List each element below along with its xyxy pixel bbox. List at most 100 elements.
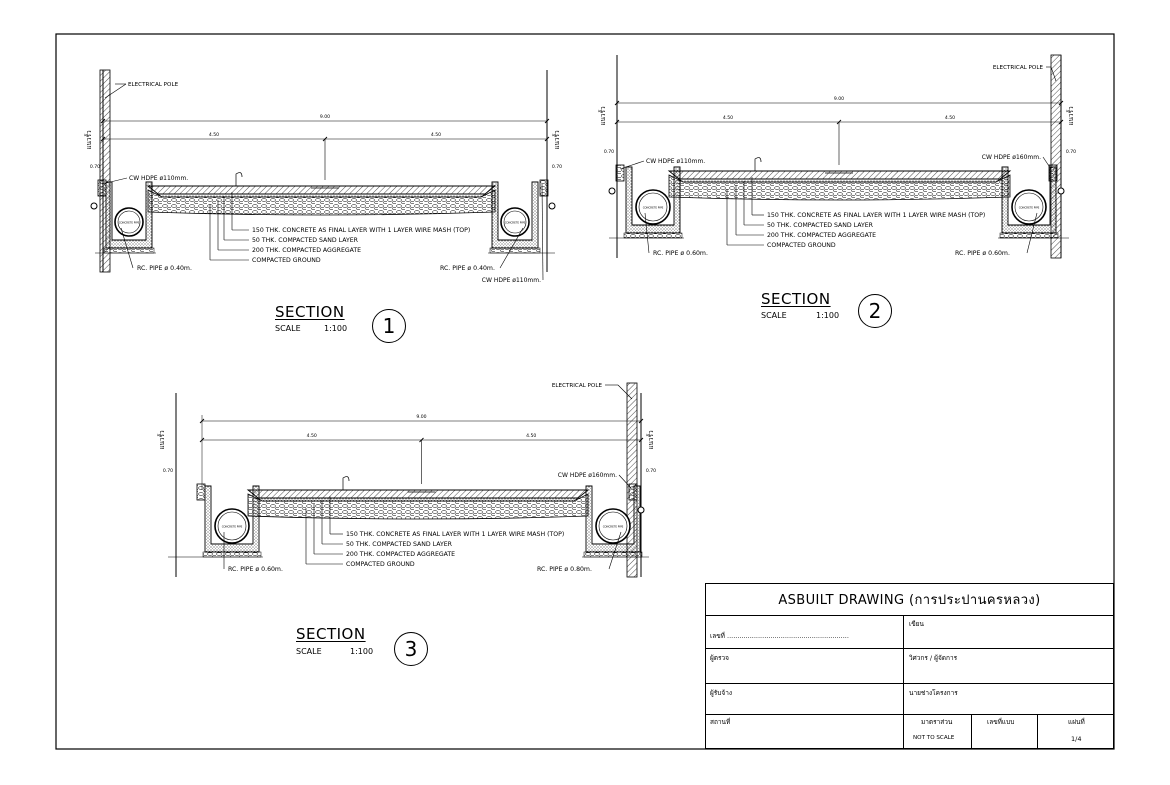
dim-side-left: 0.70	[604, 149, 614, 155]
boundary-mark-right: แนวรั้ว	[1066, 106, 1075, 126]
hdpe-pipe-right	[548, 202, 556, 210]
curb-right	[628, 483, 638, 501]
concrete-pipe-inner-left	[117, 210, 141, 234]
leader-line	[101, 177, 128, 185]
callout-concrete: 150 THK. CONCRETE AS FINAL LAYER WITH 1 …	[252, 227, 470, 234]
leader-line	[617, 384, 633, 400]
rc-pipe-label-left: RC. PIPE ø 0.40m.	[137, 265, 192, 272]
leader-line	[104, 83, 127, 99]
rc-pipe-label-right: RC. PIPE ø 0.80m.	[537, 566, 592, 573]
section-2-number-bubble: 2	[858, 294, 892, 328]
drain-base-right	[489, 247, 541, 254]
boundary-mark-right: แนวรั้ว	[646, 430, 655, 450]
drain-base-left	[103, 247, 155, 254]
title-block-row-line	[705, 648, 1114, 649]
leader-line	[499, 227, 524, 269]
boundary-mark-left: แนวรั้ว	[598, 106, 607, 126]
sand-layer	[678, 178, 1001, 183]
concrete-pipe-left	[214, 508, 250, 544]
dim-side-right: 0.70	[646, 468, 656, 474]
electrical-pole	[626, 382, 638, 578]
dim-total: 9.00	[320, 114, 330, 120]
boundary-mark-left: แนวรั้ว	[157, 430, 166, 450]
callout-aggregate: 200 THK. COMPACTED AGGREGATE	[252, 247, 361, 254]
hdpe-pipe-left	[608, 187, 616, 195]
boundary-mark-right: แนวรั้ว	[552, 130, 561, 150]
aggregate-layer	[668, 174, 1011, 201]
curb-left	[97, 179, 107, 197]
section-1-scale-label: SCALE	[275, 324, 301, 333]
title-block-checked: ผู้ตรวจ	[710, 654, 729, 662]
leader-line	[608, 531, 622, 570]
title-block-title: ASBUILT DRAWING (การประปานครหลวง)	[778, 593, 1041, 608]
callout-concrete: 150 THK. CONCRETE AS FINAL LAYER WITH 1 …	[767, 212, 985, 219]
dim-half-left: 4.50	[209, 132, 219, 138]
dim-half-right: 4.50	[431, 132, 441, 138]
title-block-drawing-no-label: เลขที่แบบ	[987, 718, 1015, 726]
dim-side-left: 0.70	[90, 164, 100, 170]
hdpe-pipe-right	[1057, 187, 1065, 195]
hdpe-label-left: CW HDPE ø110mm.	[646, 158, 705, 165]
hdpe-pipe-right	[637, 506, 645, 514]
drain-base-left	[623, 232, 683, 239]
concrete-pipe-left	[114, 207, 144, 237]
section-3-number-bubble: 3	[394, 632, 428, 666]
title-block-location: สถานที่	[710, 718, 731, 726]
section-3-scale-value: 1:100	[350, 647, 374, 656]
title-block-header	[705, 583, 1114, 616]
title-block-col-line	[1037, 714, 1038, 749]
section-3-number: 3	[404, 637, 418, 661]
title-block-scale-value: NOT TO SCALE	[913, 735, 955, 741]
concrete-pipe-inner-left	[217, 511, 247, 541]
section-1-number-bubble: 1	[372, 309, 406, 343]
title-block-sheet-value: 1/4	[1071, 735, 1082, 743]
concrete-pipe-label-right: CONCRETE PIPE	[603, 525, 624, 529]
slope-arrow	[342, 476, 350, 490]
hdpe-label-right: CW HDPE ø160mm.	[558, 472, 617, 479]
title-block-scale-label: มาตราส่วน	[921, 718, 953, 726]
dim-total: 9.00	[416, 414, 426, 420]
dim-side-right: 0.70	[552, 164, 562, 170]
callout-ground: COMPACTED GROUND	[252, 257, 321, 264]
leader-line	[120, 227, 134, 269]
concrete-pipe-label-right: CONCRETE PIPE	[505, 221, 526, 225]
concrete-slab	[146, 185, 497, 195]
title-block-project-engineer: นายช่างโครงการ	[909, 689, 958, 697]
curb-right	[539, 179, 549, 197]
hdpe-label-left: CW HDPE ø110mm.	[129, 175, 188, 182]
rc-pipe-label-right: RC. PIPE ø 0.60m.	[955, 250, 1010, 257]
title-block-row-line	[705, 714, 1114, 715]
callout-aggregate: 200 THK. COMPACTED AGGREGATE	[767, 232, 876, 239]
dim-half-left: 4.50	[307, 433, 317, 439]
slope-arrow	[235, 172, 243, 186]
section-1-number: 1	[382, 314, 396, 338]
sand-layer	[157, 193, 486, 198]
title-block-row-line	[705, 683, 1114, 684]
drain-base-right	[999, 232, 1059, 239]
section-1-scale-value: 1:100	[324, 324, 348, 333]
drain-base-left	[202, 551, 262, 558]
electrical-pole	[99, 69, 111, 273]
concrete-pipe-inner-right	[598, 511, 628, 541]
concrete-pipe-right	[595, 508, 631, 544]
concrete-pipe-inner-right	[503, 210, 527, 234]
curb-left	[615, 164, 625, 182]
leader-line	[1050, 66, 1057, 82]
hdpe-label-right: CW HDPE ø160mm.	[982, 154, 1041, 161]
callout-ground: COMPACTED GROUND	[767, 242, 836, 249]
section-2-number: 2	[868, 299, 882, 323]
concrete-pipe-right	[500, 207, 530, 237]
section-2-title: SECTION	[761, 290, 831, 308]
callout-sand: 50 THK. COMPACTED SAND LAYER	[252, 237, 359, 244]
rc-pipe-label-right: RC. PIPE ø 0.40m.	[440, 265, 495, 272]
callout-sand: 50 THK. COMPACTED SAND LAYER	[346, 541, 453, 548]
callout-concrete: 150 THK. CONCRETE AS FINAL LAYER WITH 1 …	[346, 531, 564, 538]
leader-line	[619, 160, 645, 170]
electrical-pole-label: ELECTRICAL POLE	[993, 65, 1044, 71]
concrete-pipe-label-left: CONCRETE PIPE	[222, 525, 243, 529]
curb-left	[196, 483, 206, 501]
section-2-scale-label: SCALE	[761, 311, 787, 320]
title-block-sheet-label: แผ่นที่	[1068, 718, 1085, 726]
leader-line	[618, 474, 632, 489]
concrete-pipe-left	[635, 189, 671, 225]
